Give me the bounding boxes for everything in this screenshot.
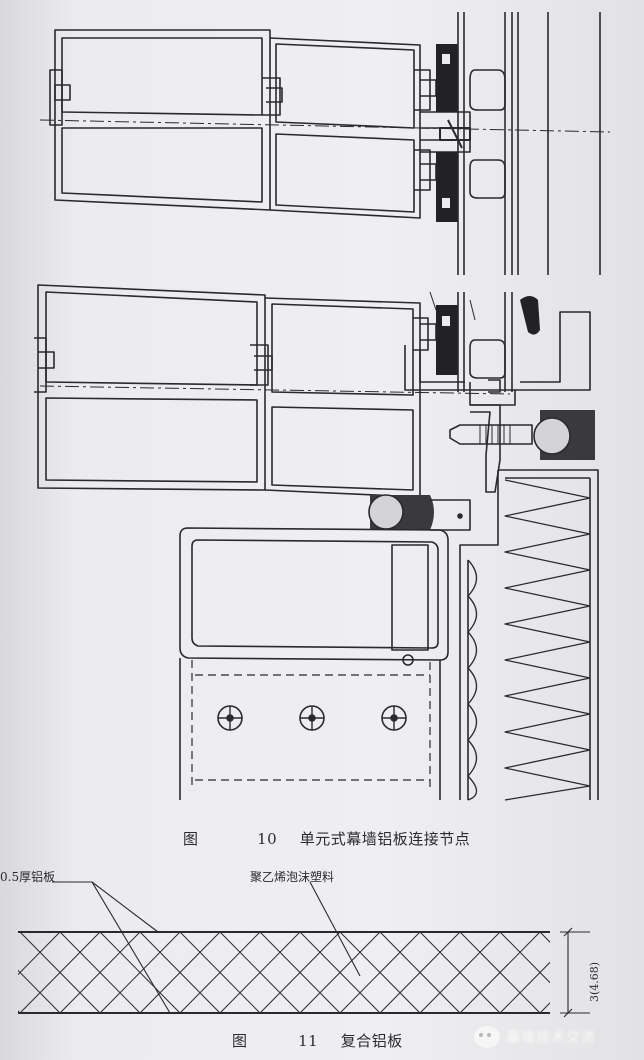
lower-foam-rod-bottom (368, 494, 404, 530)
box-inner (191, 539, 439, 649)
figure-10-caption: 图 10 单元式幕墙铝板连接节点 (183, 828, 470, 849)
leader-aluminum-sheet (52, 881, 171, 1014)
figure-11-caption-prefix: 图 (232, 1032, 248, 1050)
figure-10-caption-title: 单元式幕墙铝板连接节点 (299, 830, 471, 848)
figure-10-caption-prefix: 图 (183, 830, 199, 848)
wechat-logo-icon (474, 1026, 500, 1048)
figure-11-caption-title: 复合铝板 (340, 1032, 403, 1050)
lower-bracket (470, 404, 501, 493)
figure-11-caption-number: 11 (298, 1032, 319, 1050)
lower-glass-lines (457, 292, 513, 392)
box-inner-slot (391, 544, 429, 651)
upper-center-line (39, 119, 611, 133)
figure-11-drawing (18, 881, 590, 1018)
upper-spacer-top (469, 69, 506, 111)
dimension-line (560, 927, 590, 1018)
watermark: 幕墙技术交流 (474, 1020, 642, 1054)
upper-end-clip-bottom (414, 149, 437, 191)
panel-loops (467, 559, 478, 801)
composite-crosshatch (18, 932, 550, 1014)
upper-gasket-2 (436, 152, 458, 222)
leader-foam (309, 881, 361, 977)
panel-inner-line (467, 478, 591, 800)
screw-1 (217, 705, 243, 731)
upper-mid-clip (262, 77, 283, 116)
upper-gasket-1 (436, 44, 458, 112)
lower-mid-clip (250, 344, 273, 386)
upper-left-clip (49, 69, 71, 126)
upper-spacer-bottom (469, 159, 506, 199)
upper-node (39, 12, 611, 275)
figure-10-caption-number: 10 (257, 830, 278, 848)
label-aluminum-sheet: 0.5厚铝板 (0, 870, 56, 884)
lower-node (34, 284, 595, 531)
upper-center-joint (439, 119, 471, 149)
upper-left-profile (54, 29, 271, 211)
panel-insulation-zigzag (504, 479, 591, 801)
lower-frame-steps (404, 345, 471, 391)
lower-center-line (39, 385, 511, 395)
lower-foam-rod-right (533, 417, 571, 455)
upper-glass-frame (420, 111, 471, 153)
screw-2 (299, 705, 325, 731)
label-foam: 聚乙烯泡沫塑料 (250, 870, 335, 884)
dimension-label: 3(4.68) (588, 961, 601, 1002)
upper-right-mullion (547, 12, 601, 275)
box-section (179, 527, 449, 800)
lower-right-frame (515, 311, 591, 391)
upper-right-profile (269, 37, 421, 219)
box-dashed-inner (191, 660, 431, 790)
insulated-panel (459, 469, 599, 801)
lower-right-profile (264, 297, 421, 498)
upper-end-clip-top (414, 69, 437, 111)
figure-11-caption: 图 11 复合铝板 (232, 1030, 403, 1051)
lower-spacer (469, 339, 506, 379)
watermark-text: 幕墙技术交流 (506, 1030, 596, 1046)
lower-bolt (449, 424, 533, 445)
screw-3 (381, 705, 407, 731)
lower-end-clip (413, 317, 437, 351)
upper-glass-lines (457, 12, 519, 275)
lower-left-clip (34, 337, 55, 393)
lower-gasket (436, 305, 458, 375)
lower-transom (469, 379, 516, 406)
lower-right-gasket (520, 296, 540, 335)
box-side-dashed (179, 658, 441, 800)
box-outer (179, 527, 449, 661)
panel-outline (459, 469, 599, 800)
